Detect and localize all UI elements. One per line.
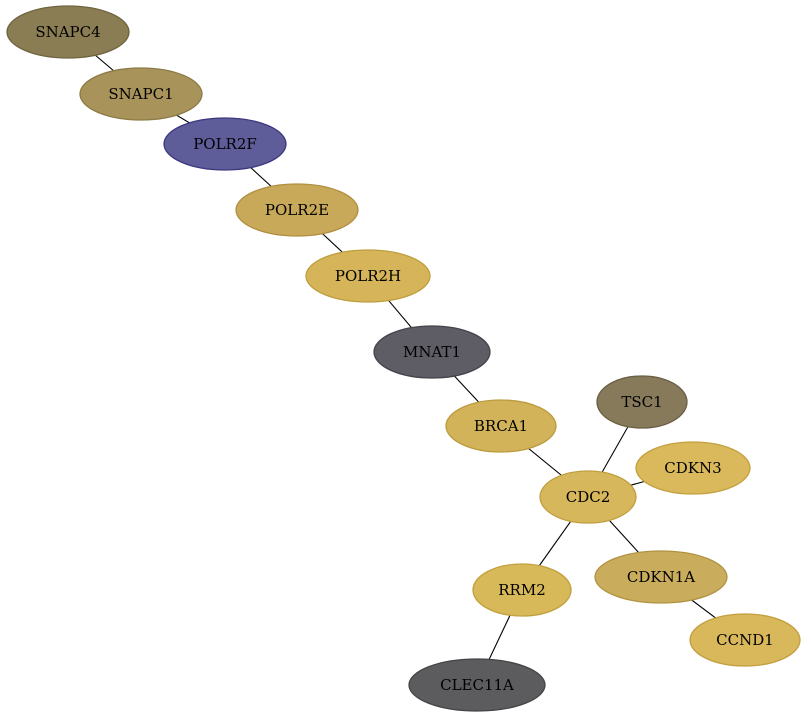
- node-ellipse-brca1[interactable]: [445, 399, 557, 453]
- node-ellipse-polr2e[interactable]: [235, 183, 359, 237]
- node-label-rrm2: RRM2: [498, 581, 546, 599]
- node-label-snapc1: SNAPC1: [108, 85, 173, 103]
- node-ellipse-polr2f[interactable]: [163, 117, 287, 171]
- node-brca1[interactable]: BRCA1: [445, 399, 557, 453]
- node-ellipse-rrm2[interactable]: [472, 563, 572, 617]
- node-cdkn3[interactable]: CDKN3: [635, 441, 751, 495]
- node-cdc2[interactable]: CDC2: [539, 470, 637, 524]
- node-label-snapc4: SNAPC4: [35, 23, 100, 41]
- node-rrm2[interactable]: RRM2: [472, 563, 572, 617]
- node-tsc1[interactable]: TSC1: [596, 375, 688, 429]
- node-label-brca1: BRCA1: [474, 417, 528, 435]
- node-label-cdc2: CDC2: [566, 488, 611, 506]
- node-label-tsc1: TSC1: [621, 393, 662, 411]
- node-snapc1[interactable]: SNAPC1: [79, 67, 203, 121]
- node-polr2f[interactable]: POLR2F: [163, 117, 287, 171]
- node-ellipse-ccnd1[interactable]: [689, 613, 801, 667]
- node-ellipse-tsc1[interactable]: [596, 375, 688, 429]
- node-clec11a[interactable]: CLEC11A: [408, 658, 546, 712]
- node-polr2e[interactable]: POLR2E: [235, 183, 359, 237]
- node-label-cdkn3: CDKN3: [664, 459, 721, 477]
- node-label-clec11a: CLEC11A: [440, 676, 514, 694]
- node-label-cdkn1a: CDKN1A: [627, 568, 695, 586]
- node-ellipse-clec11a[interactable]: [408, 658, 546, 712]
- node-label-polr2f: POLR2F: [193, 135, 257, 153]
- node-ellipse-cdkn3[interactable]: [635, 441, 751, 495]
- node-cdkn1a[interactable]: CDKN1A: [594, 550, 728, 604]
- node-mnat1[interactable]: MNAT1: [373, 325, 491, 379]
- node-ccnd1[interactable]: CCND1: [689, 613, 801, 667]
- node-polr2h[interactable]: POLR2H: [305, 249, 431, 303]
- node-label-ccnd1: CCND1: [716, 631, 774, 649]
- node-ellipse-mnat1[interactable]: [373, 325, 491, 379]
- node-label-polr2h: POLR2H: [335, 267, 401, 285]
- node-ellipse-cdkn1a[interactable]: [594, 550, 728, 604]
- node-snapc4[interactable]: SNAPC4: [6, 5, 130, 59]
- node-ellipse-snapc4[interactable]: [6, 5, 130, 59]
- node-ellipse-cdc2[interactable]: [539, 470, 637, 524]
- node-label-polr2e: POLR2E: [265, 201, 329, 219]
- node-ellipse-polr2h[interactable]: [305, 249, 431, 303]
- node-label-mnat1: MNAT1: [403, 343, 461, 361]
- node-ellipse-snapc1[interactable]: [79, 67, 203, 121]
